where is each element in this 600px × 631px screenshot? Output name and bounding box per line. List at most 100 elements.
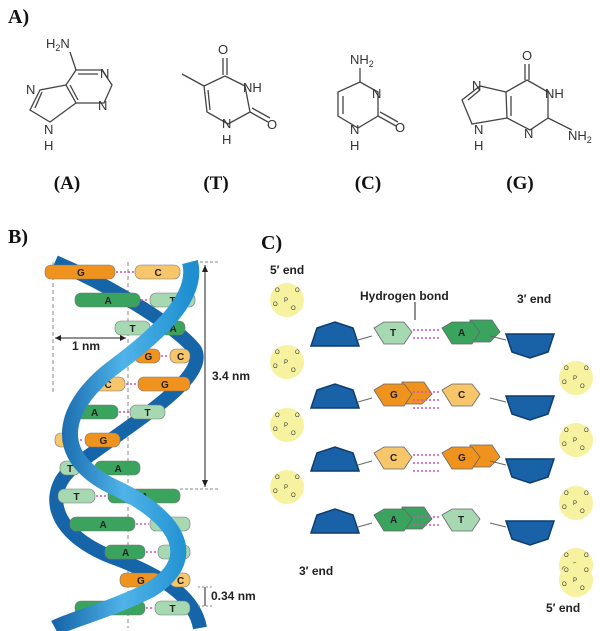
base-letter: A <box>100 520 107 531</box>
caption-cytosine: (C) <box>354 173 382 194</box>
thymine-nh3: NH <box>243 80 262 95</box>
oxygen-label: O <box>273 364 278 370</box>
oxygen-label: O <box>273 427 278 433</box>
base-letter: C <box>105 380 112 391</box>
adenine-n3: N <box>98 98 107 113</box>
caption-guanine: (G) <box>506 173 534 194</box>
panel-c-label: C) <box>261 232 283 254</box>
base-ring <box>373 383 413 407</box>
adenine-h: H <box>44 138 53 153</box>
pitch-arrow-head-bottom <box>202 480 208 487</box>
base-letter: T <box>74 492 80 503</box>
pitch-arrow-head-top <box>202 265 208 272</box>
width-label: 1 nm <box>72 339 100 353</box>
base-A <box>69 516 136 532</box>
oxygen-label: O <box>584 428 589 434</box>
adenine-amino-label: H2N <box>46 36 70 53</box>
three-prime-top-label: 3′ end <box>517 292 551 306</box>
nucleobase-C: C <box>441 383 481 407</box>
phosphate-circle <box>559 563 593 597</box>
phosphate-circle <box>270 283 304 317</box>
base-letter: G <box>161 380 169 391</box>
phosphate-circle <box>270 345 304 379</box>
oxygen-label: O <box>562 505 567 511</box>
glycosidic-bond <box>489 522 507 528</box>
oxygen-label: O <box>562 582 567 588</box>
oxygen-label: O <box>291 431 296 437</box>
sugar-left <box>309 321 361 347</box>
sugar-right <box>504 520 556 546</box>
base-letter: G <box>137 576 145 587</box>
panel-b-label: B) <box>8 226 28 248</box>
five-prime-bottom-label: 5′ end <box>546 601 580 615</box>
base-letter: T <box>170 604 176 615</box>
phosphate-circle <box>270 408 304 442</box>
base-letter: T <box>458 515 464 526</box>
base-T <box>57 488 96 504</box>
guanine-n3: N <box>524 126 533 141</box>
cytosine-amino: NH2 <box>350 52 374 69</box>
guanine-structure: O NH N N N H NH2 <box>461 48 592 153</box>
sugar-left <box>309 446 361 472</box>
thymine-h: H <box>222 132 231 147</box>
base-letter: T <box>67 464 73 475</box>
oxygen-label: O <box>275 475 280 481</box>
base-letter: C <box>177 576 184 587</box>
base-letter: C <box>390 453 397 464</box>
oxygen-label: O <box>273 489 278 495</box>
base-T <box>154 600 191 616</box>
adenine-n7: N <box>26 82 35 97</box>
caption-adenine: (A) <box>53 173 81 194</box>
oxygen-label: O <box>564 553 569 559</box>
phosphate-circle <box>559 361 593 395</box>
base-letter: A <box>170 324 177 335</box>
oxygen-label: O <box>562 442 567 448</box>
base-ring <box>441 508 481 532</box>
panel-a-structures: H2N N N N N H O NH N H O NH2 N N H <box>26 36 592 153</box>
oxygen-label: O <box>291 368 296 374</box>
sugar-left <box>309 508 361 534</box>
guanine-n9: N <box>474 122 483 137</box>
base-C <box>169 348 191 364</box>
glycosidic-bond <box>489 460 507 466</box>
base-ring <box>441 321 481 345</box>
base-ring <box>441 383 481 407</box>
nucleobase-G: G <box>441 444 501 470</box>
guanine-n7: N <box>472 78 481 93</box>
base-letter: T <box>390 328 396 339</box>
oxygen-label: O <box>564 366 569 372</box>
base-letter: A <box>122 548 129 559</box>
panel-a-label: A) <box>8 6 30 28</box>
sugar-right <box>504 333 556 359</box>
nucleobase-C: C <box>373 446 413 470</box>
base-letter: A <box>458 328 465 339</box>
phosphate-circle <box>559 423 593 457</box>
nucleobase-T: T <box>441 508 481 532</box>
glycosidic-bond <box>357 397 373 403</box>
caption-thymine: (T) <box>203 173 229 194</box>
oxygen-label: O <box>564 568 569 574</box>
base-ring <box>441 446 481 470</box>
oxygen-label: O <box>584 568 589 574</box>
oxygen-label: O <box>295 413 300 419</box>
width-arrow-head-right <box>120 335 126 341</box>
pitch-label: 3.4 nm <box>212 369 250 383</box>
base-letter: T <box>145 408 151 419</box>
nucleobase-G: G <box>373 381 433 407</box>
base-letter: C <box>177 352 184 363</box>
guanine-o6: O <box>522 48 532 63</box>
cytosine-o2: O <box>395 120 405 135</box>
cytosine-n3: N <box>372 86 381 101</box>
oxygen-label: O <box>564 428 569 434</box>
nucleobase-T: T <box>373 321 413 345</box>
thymine-o2: O <box>267 117 277 132</box>
base-ring <box>373 321 413 345</box>
base-letter: A <box>91 408 98 419</box>
backbone-strand-front <box>51 259 200 631</box>
oxygen-label: O <box>580 384 585 390</box>
phosphorus-label: P <box>573 376 577 382</box>
oxygen-label: O <box>580 446 585 452</box>
